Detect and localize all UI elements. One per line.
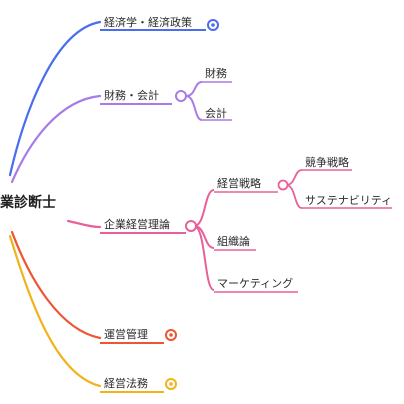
node-circle-icon[interactable]	[207, 19, 219, 31]
node-circle-icon[interactable]	[165, 378, 177, 390]
edge-strategy-competitive	[285, 169, 303, 186]
edge-finance-zaimu	[185, 81, 203, 97]
edge-economics	[8, 20, 102, 177]
root-node[interactable]: 業診断士	[0, 195, 56, 211]
node-circle-icon[interactable]	[185, 220, 197, 232]
node-kaikei[interactable]: 会計	[205, 107, 227, 120]
edge-strategy-sustainability	[285, 184, 303, 209]
edge-finance	[10, 94, 102, 184]
node-strategy[interactable]: 経営戦略	[217, 177, 261, 190]
node-economics[interactable]: 経済学・経済政策	[104, 16, 192, 29]
edge-mt-organization	[193, 225, 215, 249]
node-circle-icon[interactable]	[175, 90, 187, 102]
edge-mt-marketing	[193, 225, 215, 291]
edge-management-theory	[66, 219, 102, 229]
node-finance[interactable]: 財務・会計	[104, 89, 159, 102]
node-competitive-strategy[interactable]: 競争戦略	[305, 156, 349, 169]
node-organization[interactable]: 組織論	[217, 235, 250, 248]
node-circle-icon[interactable]	[165, 329, 177, 341]
node-sustainability[interactable]: サステナビリティ	[305, 194, 393, 207]
edge-finance-kaikei	[185, 95, 203, 121]
node-operations[interactable]: 運営管理	[104, 328, 148, 341]
node-circle-icon[interactable]	[277, 179, 289, 191]
node-law[interactable]: 経営法務	[104, 377, 148, 390]
node-management-theory[interactable]: 企業経営理論	[104, 218, 170, 231]
edge-operations	[10, 230, 102, 340]
edge-law	[8, 234, 102, 388]
edge-mt-strategy	[193, 189, 215, 227]
node-zaimu[interactable]: 財務	[205, 67, 227, 80]
node-marketing[interactable]: マーケティング	[217, 277, 294, 290]
